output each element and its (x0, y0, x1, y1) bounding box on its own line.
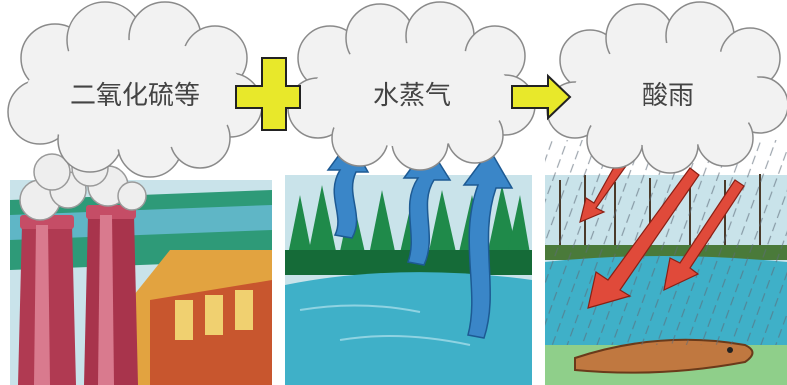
lake (285, 272, 532, 385)
panel-factory (10, 149, 272, 385)
panel-lake-forest (285, 138, 532, 385)
acid-rain-arrow (663, 179, 745, 292)
cloud-label: 酸雨 (642, 81, 694, 111)
acid-rain-arrow (587, 167, 700, 309)
panel-acid-rain (545, 140, 787, 385)
cloud-water-vapor: 水蒸气 (287, 1, 536, 171)
arrow-right-icon (511, 73, 572, 121)
water-vapor-arrow (462, 148, 514, 339)
acid-rain-arrow (579, 159, 627, 224)
chimney (84, 205, 138, 385)
plus-icon (235, 57, 301, 131)
chimney (18, 215, 76, 385)
cloud-label: 二氧化硫等 (70, 81, 200, 111)
factory-building (130, 250, 272, 385)
cloud-sulfur-dioxide: 二氧化硫等 (7, 1, 263, 178)
cloud-label: 水蒸气 (373, 81, 451, 111)
